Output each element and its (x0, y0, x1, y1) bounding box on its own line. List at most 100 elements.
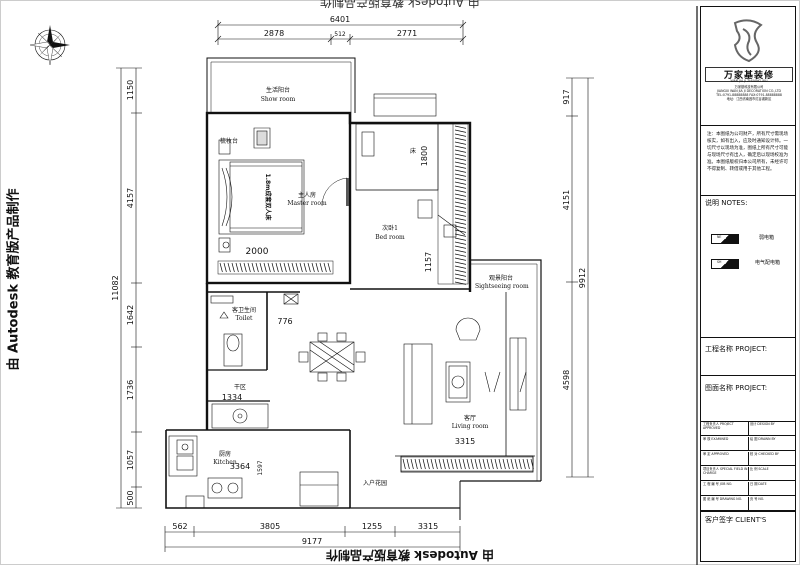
room-label-master: 主人房 (298, 191, 316, 199)
toilet-fixtures (210, 293, 299, 367)
kitchen-fixtures (168, 435, 339, 509)
dimension-lines (116, 20, 594, 552)
wardrobe-hatching (219, 125, 534, 470)
north-arrow-icon (29, 25, 70, 66)
client-signature-label: 客户签字 CLIENT'S (705, 516, 767, 524)
legend-code: NE (717, 235, 722, 239)
dim-left-segment: 1736 (126, 380, 135, 400)
room-label-kitchen: 厨房 (219, 450, 231, 458)
legend-label: 电气配电箱 (755, 260, 781, 266)
dim-right-segment: 917 (562, 89, 571, 104)
company-logo-icon (729, 15, 769, 65)
project-name-label: 工程名称 PROJECT: (705, 345, 768, 353)
dim-interior: 1334 (222, 393, 242, 402)
dim-interior: 3315 (455, 437, 475, 446)
door-swing (321, 177, 350, 207)
dim-interior: 1800 (420, 146, 429, 166)
dim-bottom-total: 9177 (302, 537, 322, 546)
room-label-sightseeing: 观景阳台 (489, 274, 513, 282)
dresser-label: 梳妆台 (220, 137, 238, 145)
legend-label: 弱电箱 (759, 235, 775, 241)
double-bed (218, 127, 305, 253)
drawing-annotations: 6401 2878 512 2771 11082 1150 4157 1642 1736 1057… (111, 15, 587, 546)
approval-cell: 审 定 APPROVED (703, 452, 749, 465)
watermark-left: 由 Autodesk 教育版产品制作 (6, 188, 22, 371)
walls (165, 57, 542, 520)
watermark-bottom: 由 Autodesk 教育版产品制作 (326, 548, 495, 562)
logo-subtitle: WAN JIA JI ZHUANG XIU (730, 79, 768, 83)
room-label-sightseeing-en: Sightseeing room (475, 283, 529, 290)
dim-left-segment: 4157 (126, 188, 135, 208)
dim-top-segment: 2878 (264, 29, 284, 38)
approval-cell: 校 对 CHECKED BY (750, 452, 779, 456)
dim-interior: 1157 (424, 252, 433, 272)
bed-size-label: 1.8m成套双人床 (264, 174, 272, 222)
legend-item: NE 弱电箱 (707, 232, 795, 246)
drawing-name-label: 图面名称 PROJECT: (705, 384, 768, 392)
room-label-dry-area: 干区 (234, 384, 246, 391)
wardrobes (217, 123, 534, 472)
living-room-furniture (403, 317, 527, 425)
room-label-toilet: 客卫生间 (232, 306, 256, 314)
dim-bottom-segment: 562 (172, 522, 187, 531)
company-line: 地址：江西省南昌市红谷滩新区 (726, 97, 772, 101)
room-label-show-room-en: Show room (261, 96, 296, 103)
legend-item: SH 电气配电箱 (707, 257, 795, 271)
dim-interior: 3364 (230, 462, 250, 471)
approval-cell: 工程负责人 PROJECT APPROVED (703, 422, 749, 435)
dim-top-total: 6401 (330, 15, 350, 24)
approval-cell: 审 核 EXAMINED (703, 437, 749, 450)
room-label-bedroom: 次卧1 (382, 224, 398, 232)
company-line: TEL:0791-88888888 FAX:0791-88888888 (716, 93, 782, 97)
approval-cell: 项目负责人 SPECIAL FIELD IN CHARGE (703, 467, 749, 480)
approval-row: 工 程 编 号 JOB NO.日 期 DATE (701, 481, 795, 496)
room-label-toilet-en: Toilet (236, 315, 254, 322)
approval-cell: 页 号 NO. (750, 497, 765, 501)
room-label-master-en: Master room (287, 200, 327, 207)
dim-left-total: 11082 (111, 275, 120, 300)
approval-cell: 设计 DESIGN BY (750, 422, 775, 426)
dim-bottom-segment: 1255 (362, 522, 382, 531)
company-line: 万家基科技有限公司 (734, 85, 764, 89)
approval-cell: 工 程 编 号 JOB NO. (703, 482, 749, 495)
dim-left-segment: 1150 (126, 80, 135, 100)
room-label-show-room: 生活阳台 (266, 86, 290, 94)
dim-right-segment: 4151 (562, 190, 571, 210)
approval-cell: 绘 图 DRAWN BY (750, 437, 776, 441)
bed-and-desk (355, 123, 466, 238)
dim-left-segment: 1057 (126, 450, 135, 470)
dim-top-segment: 2771 (397, 29, 417, 38)
legend-code: SH (717, 260, 722, 264)
dim-left-segment: 500 (126, 490, 135, 505)
approval-cell: 比 例 SCALE (750, 467, 769, 471)
dim-right-total: 9912 (578, 268, 587, 288)
dim-left-segment: 1642 (126, 305, 135, 325)
room-label-living: 客厅 (464, 414, 476, 422)
dim-top-segment: 512 (334, 31, 346, 38)
room-label-bedroom-en: Bed room (375, 234, 405, 241)
watermark-top: 由 Autodesk 教育版产品制作 (320, 0, 480, 9)
room-label-living-en: Living room (452, 423, 489, 430)
wash-basin (211, 403, 269, 429)
approval-cell: 日 期 DATE (750, 482, 767, 486)
dim-interior: 2000 (246, 247, 269, 257)
notes-label: 说明 NOTES: (705, 199, 748, 207)
dim-bottom-segment: 3805 (260, 522, 280, 531)
approval-row: 图 纸 编 号 DRAWING NO.页 号 NO. (701, 496, 795, 511)
dim-right-segment: 4598 (562, 370, 571, 390)
bed-label: 床 (410, 147, 416, 155)
company-line: JIANGXI WAN JIA JI DECORATION CO.,LTD (717, 89, 781, 93)
dim-bottom-segment: 3315 (418, 522, 438, 531)
distribution-box-icon (711, 259, 739, 269)
title-block: 万家基装修 WAN JIA JI ZHUANG XIU 万家基科技有限公司 JI… (700, 6, 796, 562)
room-label-garden: 入户花园 (363, 479, 387, 487)
logo-text: 万家基装修 (705, 67, 793, 82)
approval-cell: 图 纸 编 号 DRAWING NO. (703, 497, 749, 510)
notice-text: 注：本图纸为公司财产，所有尺寸需现场核实，如有出入，应及时通知设计师。一切尺寸以… (707, 132, 788, 172)
